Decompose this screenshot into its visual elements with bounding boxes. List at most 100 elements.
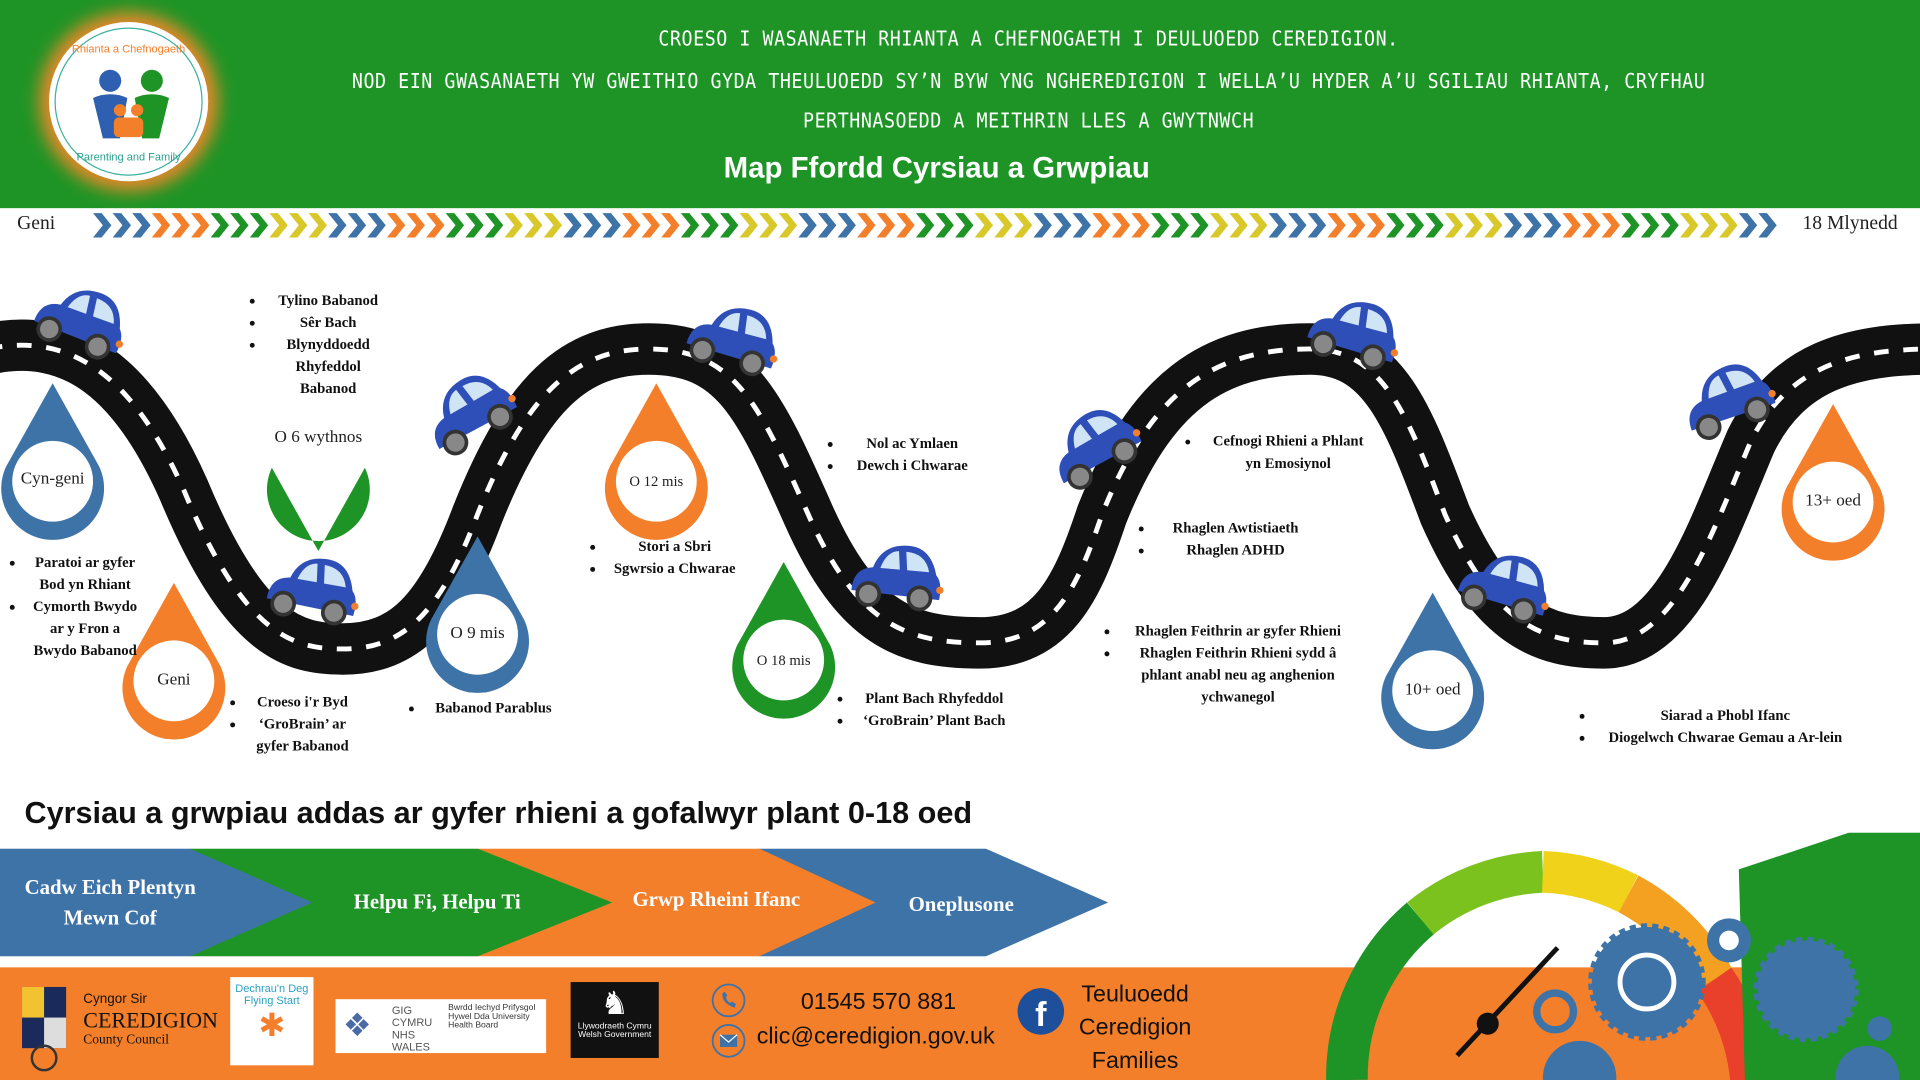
timeline-start-label: Geni (17, 213, 56, 234)
group-list-o12mis: Stori a SbriSgwrsio a Chwarae (590, 535, 737, 579)
chevron-arrow (1640, 213, 1660, 238)
chevron-arrow (132, 213, 151, 238)
group-list-o6wythnos: Tylino BabanodSêr BachBlynyddoedd Rhyfed… (250, 289, 385, 399)
svg-text:f: f (1035, 996, 1047, 1034)
car-icon (1457, 555, 1549, 624)
car-icon (686, 308, 778, 377)
list-item: ‘GroBrain’ ar gyfer Babanod (247, 713, 352, 757)
chevron-arrow (191, 213, 210, 238)
pin-label-o9mis: O 9 mis (450, 624, 505, 643)
chevron-arrow (426, 213, 445, 238)
chevron-arrow (1229, 213, 1248, 238)
svg-text:Parenting and Family: Parenting and Family (77, 151, 182, 163)
welsh-government-logo: ♞Llywodraeth Cymru Welsh Government (570, 982, 659, 1058)
pin-label-geni: Geni (157, 671, 191, 690)
chevron-arrow (1582, 213, 1601, 238)
chevron-arrow (1738, 213, 1758, 238)
chevron-arrow (1346, 213, 1366, 238)
group-list-cyn-geni: Paratoi ar gyfer Bod yn RhiantCymorth Bw… (10, 551, 139, 661)
flying-start-logo: Dechrau'n Deg Flying Start✱ (230, 977, 314, 1066)
location-pin-icon (426, 536, 529, 693)
email-icon (711, 1023, 746, 1058)
phone-icon (711, 983, 746, 1018)
band-label-grwp: Grwp Rheini Ifanc (632, 887, 801, 912)
chevron-arrow (622, 213, 641, 238)
council-sub-label: County Council (83, 1032, 169, 1047)
chevron-arrow (1386, 213, 1405, 238)
chevron-arrow (857, 213, 876, 238)
chevron-arrow (269, 213, 288, 238)
group-list-o9mis: Babanod Parablus (409, 697, 556, 719)
location-pin-icon (1, 383, 105, 540)
chevron-arrow (1621, 213, 1640, 238)
chevron-arrow (1033, 213, 1052, 238)
svg-text:Rhianta a Chefnogaeth: Rhianta a Chefnogaeth (72, 44, 185, 56)
list-item: Rhaglen Feithrin ar gyfer Rhieni (1122, 620, 1350, 642)
road-markings (0, 342, 1920, 652)
chevron-arrow (817, 213, 837, 238)
chevron-arrow (1366, 213, 1385, 238)
chevron-arrow (249, 213, 269, 238)
car-icon (1059, 409, 1142, 490)
pin-label-13oed: 13+ oed (1805, 492, 1861, 511)
chevron-arrow (151, 213, 171, 238)
list-item: Cymorth Bwydo ar y Fron a Bwydo Babanod (27, 595, 138, 661)
pin-label-o6wythnos: O 6 wythnos (274, 428, 363, 447)
band-segment-cadw (0, 848, 313, 957)
chevron-arrow (112, 213, 132, 238)
list-item: Rhaglen ADHD (1156, 539, 1310, 561)
course-band (0, 848, 1109, 957)
chevron-arrow (210, 213, 229, 238)
chevron-arrow (759, 213, 778, 238)
chevron-arrow (661, 213, 680, 238)
car-icon (33, 290, 124, 360)
chevron-arrow (1288, 213, 1307, 238)
list-item: Siarad a Phobl Ifanc (1597, 704, 1849, 726)
list-item: Babanod Parablus (426, 697, 556, 719)
band-segment-grwp (477, 848, 876, 957)
list-item: Dewch i Chwarae (845, 454, 975, 476)
car-icon (1689, 364, 1776, 440)
group-list-pobl-ifanc: Siarad a Phobl IfancDiogelwch Chwarae Ge… (1580, 704, 1849, 748)
chevron-arrow (1484, 213, 1503, 238)
header-mission-line: NOD EIN GWASANAETH YW GWEITHIO GYDA THEU… (351, 69, 1706, 95)
road-map (0, 290, 1920, 750)
list-item: Paratoi ar gyfer Bod yn Rhiant (27, 551, 138, 595)
chevron-arrow (602, 213, 621, 238)
location-pin-icon (732, 562, 836, 719)
band-label-helpu: Helpu Fi, Helpu Ti (353, 890, 521, 914)
chevron-arrow (876, 213, 896, 238)
chevron-arrow (1660, 213, 1679, 238)
chevron-arrow (230, 213, 249, 238)
list-item: Sêr Bach (267, 311, 385, 333)
chevron-arrow (1131, 213, 1150, 238)
pin-label-o12mis: O 12 mis (629, 472, 684, 490)
phone-number[interactable]: 01545 570 881 (800, 989, 957, 1016)
chevron-arrow (955, 213, 974, 238)
facebook-icon[interactable]: f (1016, 987, 1065, 1036)
parenting-support-logo: Rhianta a Chefnogaeth Parenting and Fami… (48, 22, 209, 182)
location-pin-icon (1781, 404, 1885, 561)
chevron-arrow (935, 213, 954, 238)
group-list-nol-ac-ymlaen: Nol ac YmlaenDewch i Chwarae (828, 432, 975, 476)
chevron-arrow (93, 213, 112, 238)
chevron-arrow (171, 213, 190, 238)
email-link[interactable]: clic@ceredigion.gov.uk (756, 1023, 995, 1050)
header-banner: Rhianta a Chefnogaeth Parenting and Fami… (0, 0, 1920, 209)
chevron-arrow (1307, 213, 1327, 238)
chevron-arrow (543, 213, 563, 238)
location-pin-icon (266, 412, 370, 552)
list-item: Nol ac Ymlaen (845, 432, 975, 454)
chevron-arrow (680, 213, 700, 238)
list-item: Diogelwch Chwarae Gemau a Ar-lein (1597, 726, 1849, 748)
page-title: Map Ffordd Cyrsiau a Grwpiau (723, 151, 1150, 185)
council-small-label: Cyngor Sir (83, 991, 147, 1007)
chevron-arrow (308, 213, 327, 238)
chevron-arrow (288, 213, 308, 238)
chevron-arrow (1444, 213, 1464, 238)
list-item: Croeso i'r Byd (247, 691, 352, 713)
chevron-arrow (1601, 213, 1621, 238)
gauge-needle (1455, 946, 1560, 1058)
